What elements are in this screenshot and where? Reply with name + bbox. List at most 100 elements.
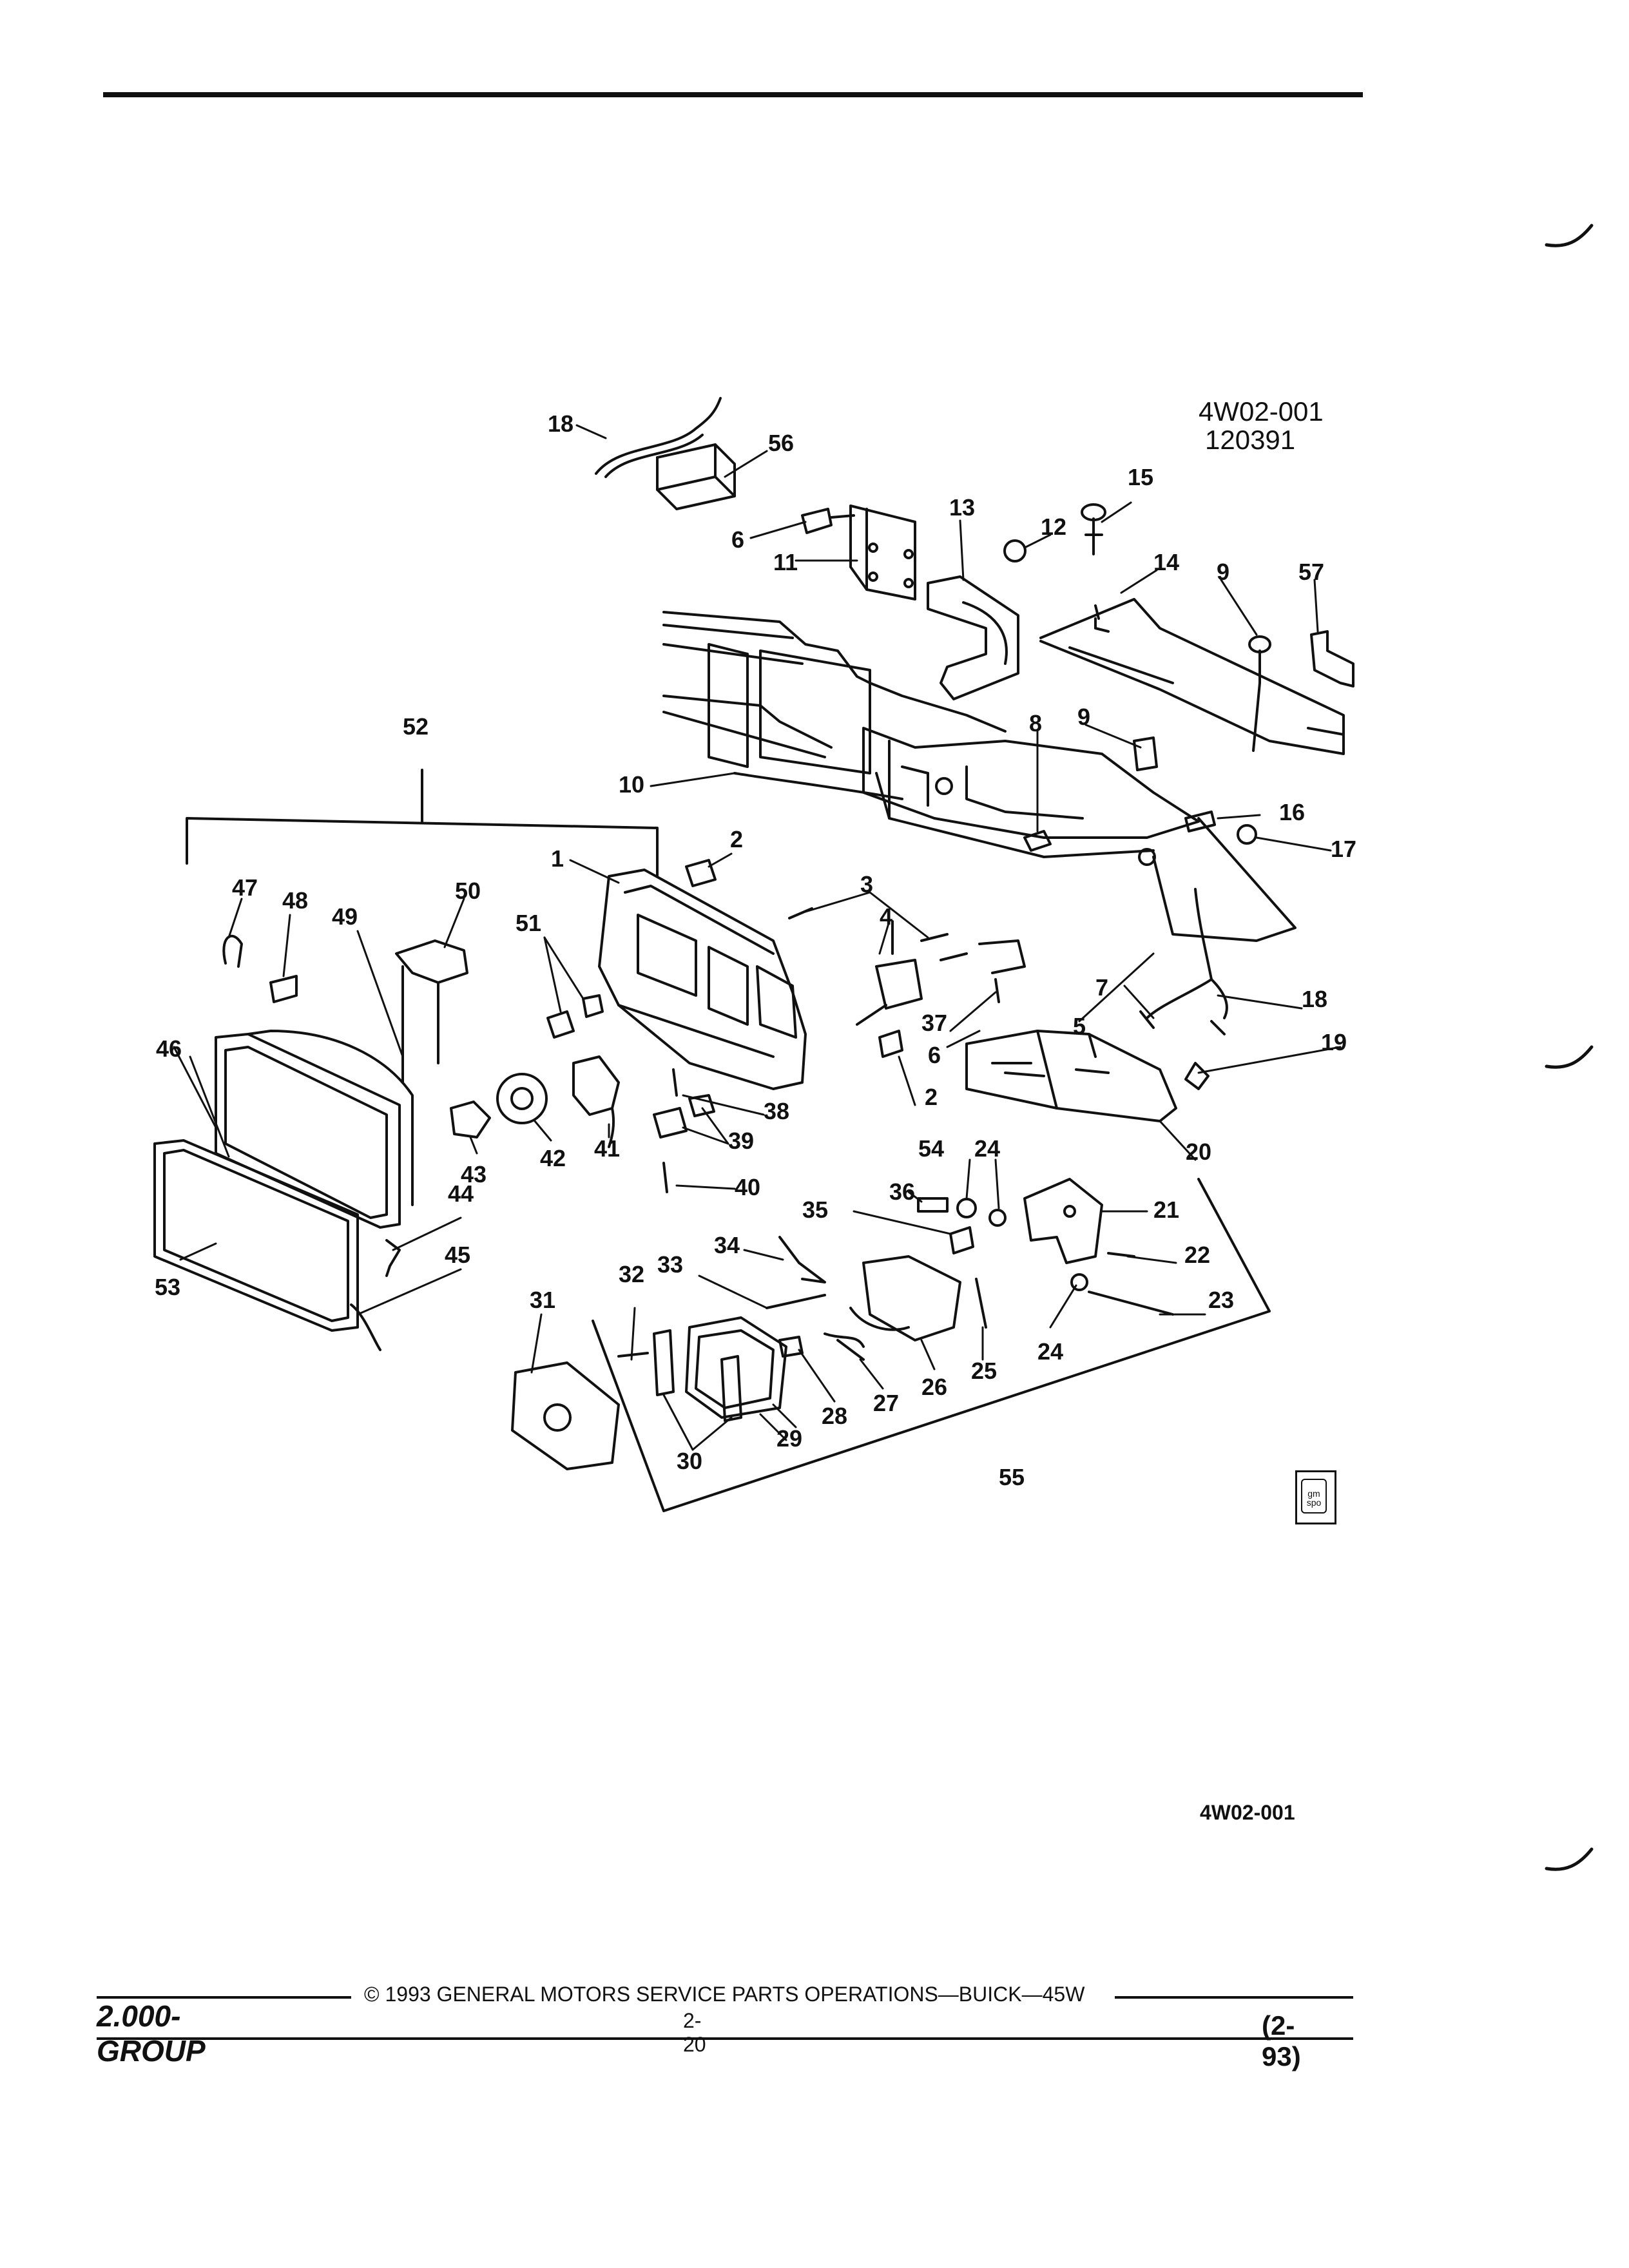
wire-harness-right [1139, 888, 1228, 1035]
callout: 9 [1077, 704, 1090, 730]
callout: 33 [657, 1251, 683, 1278]
washer-24-low [1070, 1273, 1088, 1291]
wire-27 [836, 1339, 865, 1361]
bolt-23 [1088, 1291, 1174, 1316]
callout: 13 [949, 494, 975, 521]
callout: 21 [1153, 1196, 1179, 1223]
callout: 53 [155, 1274, 180, 1300]
callout: 50 [455, 878, 481, 904]
callout: 19 [1321, 1029, 1347, 1055]
callout: 24 [974, 1135, 1000, 1162]
group-bracket-55 [592, 1178, 1271, 1512]
bracket-13 [927, 575, 1019, 700]
callout: 57 [1298, 559, 1324, 585]
callout: 51 [516, 910, 541, 936]
callout: 54 [918, 1135, 944, 1162]
callout: 10 [619, 771, 644, 798]
callout: 48 [282, 887, 308, 914]
spring-36 [917, 1197, 949, 1213]
bolt-33 [766, 1294, 826, 1309]
footer-rule-left [97, 1996, 351, 1999]
callout: 55 [999, 1464, 1025, 1490]
bracket-11 [849, 505, 916, 601]
lamp-housing-1 [598, 869, 807, 1090]
callout: 17 [1331, 836, 1356, 862]
screw-32 [617, 1352, 649, 1358]
adjuster-4 [856, 920, 923, 1026]
callout: 43 [461, 1161, 487, 1187]
bolt-25 [975, 1278, 987, 1329]
screw-37 [940, 952, 968, 961]
callout: 28 [822, 1403, 847, 1429]
callout: 2 [730, 826, 743, 852]
callout: 11 [773, 549, 798, 575]
callout: 32 [619, 1261, 644, 1287]
nut-12 [1003, 539, 1027, 562]
callout: 36 [889, 1178, 915, 1205]
wire-harness-top [595, 397, 722, 478]
clip-35 [949, 1226, 974, 1254]
top-rule [103, 92, 1363, 97]
callout: 18 [1302, 986, 1327, 1012]
callout: 52 [403, 713, 429, 740]
panel-14 [1039, 598, 1345, 755]
callout: 5 [1073, 1013, 1086, 1039]
lens-29 [685, 1316, 787, 1419]
callout: 8 [1029, 710, 1042, 736]
figure-date-code: 120391 [1205, 425, 1296, 455]
footer-rule-bottom [97, 2037, 1353, 2040]
headlamp-46 [215, 1030, 414, 1229]
socket-19 [1184, 1062, 1210, 1090]
callout: 35 [802, 1196, 828, 1223]
screw-40 [662, 1162, 668, 1193]
callout: 37 [921, 1010, 947, 1036]
bulb-43 [450, 1100, 491, 1139]
callout: 47 [232, 874, 258, 901]
bulb-41 [572, 1055, 620, 1148]
screw-44 [385, 1239, 401, 1277]
callout: 12 [1041, 514, 1066, 540]
socket-28 [778, 1336, 804, 1358]
callout: 16 [1279, 799, 1305, 825]
callout: 34 [714, 1232, 740, 1258]
callout: 4 [880, 903, 892, 930]
callout: 40 [735, 1174, 760, 1200]
bolt-6-top [801, 508, 855, 534]
reflector-31 [511, 1361, 620, 1470]
callout: 14 [1153, 549, 1179, 575]
footer-copyright: © 1993 GENERAL MOTORS SERVICE PARTS OPER… [364, 1983, 1085, 2006]
nut-54 [956, 1198, 977, 1218]
clip-9-mid [1133, 736, 1158, 771]
fascia-10 [662, 611, 1296, 942]
callout: 27 [873, 1390, 899, 1416]
callout: 39 [728, 1128, 754, 1154]
callout: 29 [776, 1425, 802, 1452]
callout: 31 [530, 1287, 555, 1313]
bolt-9-top [1248, 635, 1271, 752]
figure-id: 4W02-001 [1199, 396, 1324, 427]
callout: 24 [1037, 1338, 1063, 1365]
gm-logo-line1: gm [1307, 1488, 1320, 1499]
callout: 3 [860, 871, 873, 898]
callout: 22 [1184, 1242, 1210, 1268]
clip-2-top [685, 859, 717, 887]
footer-rule-right [1115, 1996, 1353, 1999]
gm-spo-logo-mark: gm spo [1301, 1479, 1327, 1514]
footer-page-number: 2-20 [683, 2009, 706, 2056]
callout: 25 [971, 1358, 997, 1384]
gm-spo-logo: gm spo [1295, 1470, 1336, 1524]
clips-39 [653, 1094, 715, 1139]
group-bracket-52 [186, 769, 659, 878]
gaskets-30 [653, 1329, 742, 1422]
push-pin-15 [1081, 503, 1106, 555]
clip-57 [1310, 630, 1354, 687]
footer-group: 2.000-GROUP [97, 1999, 206, 2068]
callout: 2 [925, 1084, 938, 1110]
callout: 26 [921, 1374, 947, 1400]
callout: 20 [1186, 1139, 1211, 1165]
callout: 46 [156, 1035, 182, 1062]
bracket-21 [1023, 1178, 1103, 1264]
callout: 15 [1128, 464, 1153, 490]
